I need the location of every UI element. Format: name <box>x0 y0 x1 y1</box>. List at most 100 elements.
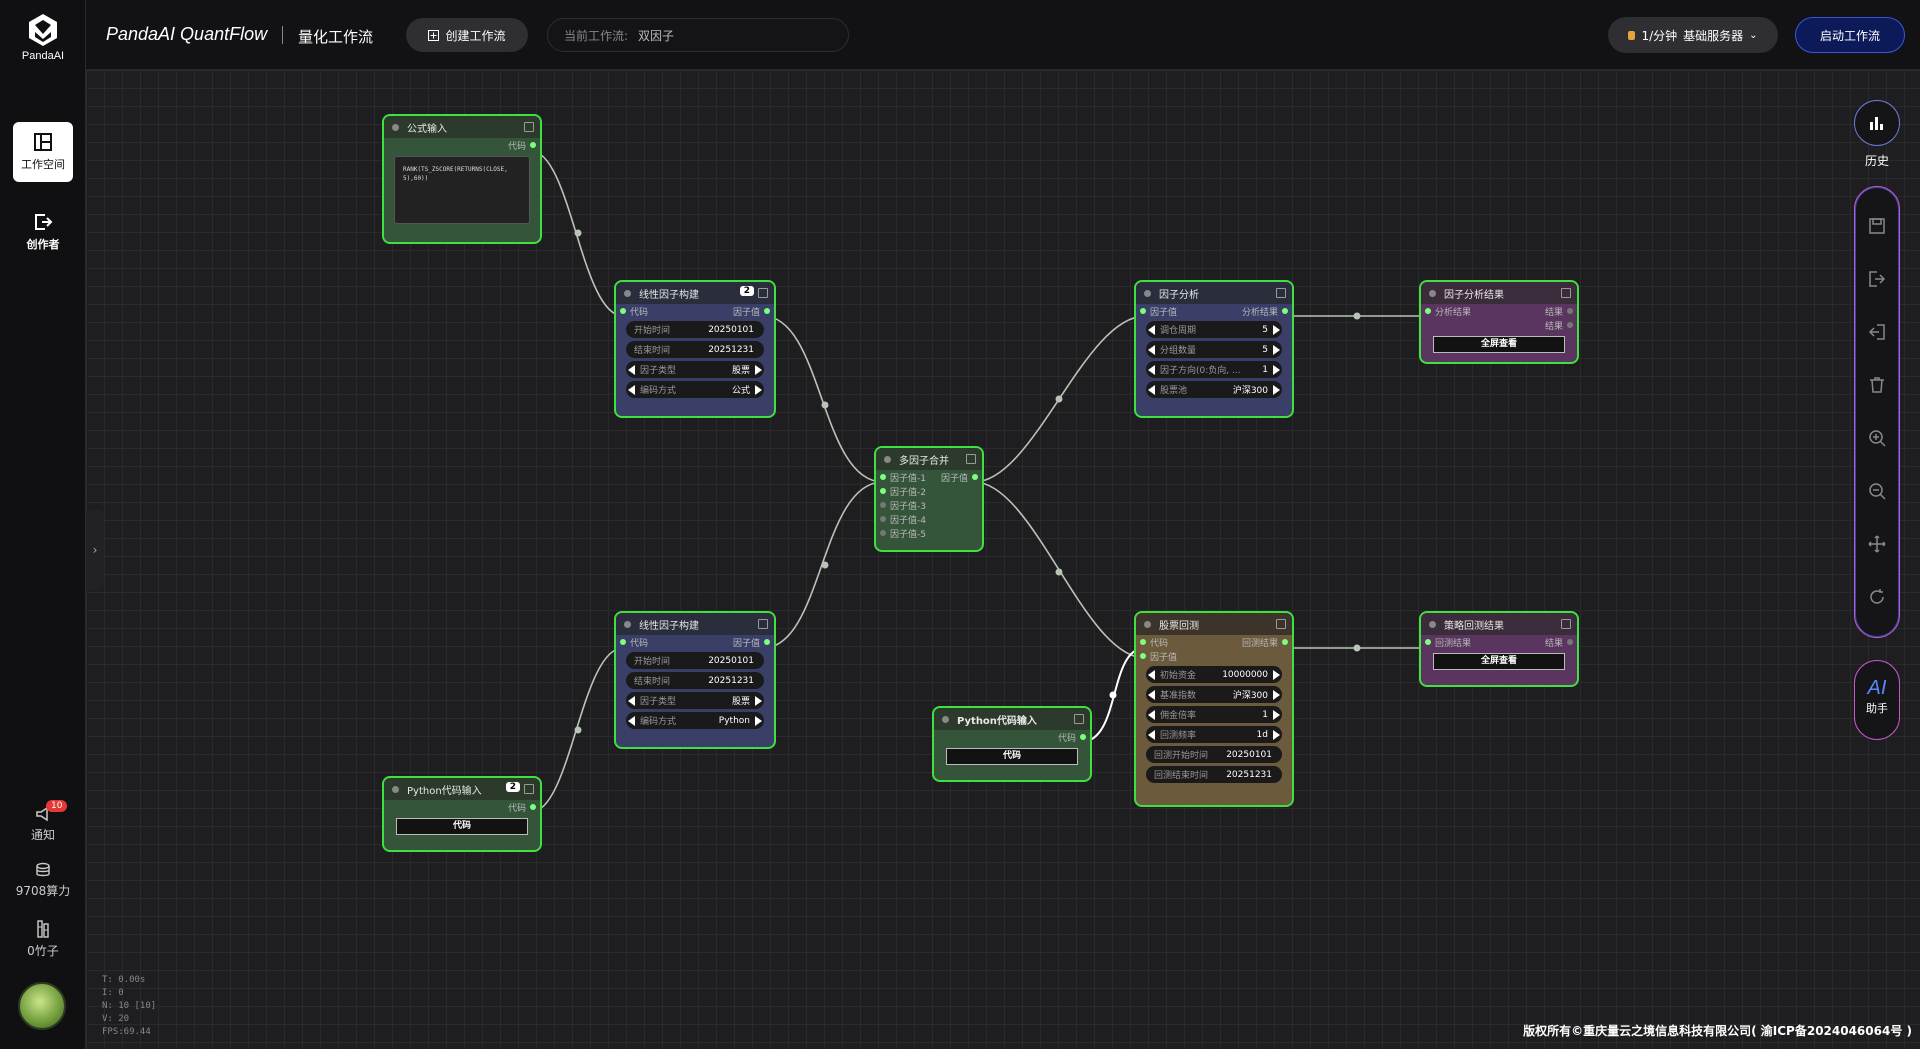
edit-icon[interactable] <box>1276 619 1286 629</box>
input-port[interactable] <box>1425 639 1431 645</box>
sidebar-item-workspace[interactable]: 工作空间 <box>13 122 73 182</box>
sidebar-item-creator[interactable]: 创作者 <box>13 212 73 252</box>
input-port[interactable] <box>620 308 626 314</box>
factor-type-select[interactable]: 因子类型股票 <box>626 361 764 378</box>
sidebar-collapse-button[interactable]: › <box>86 510 104 590</box>
field-value: 沪深300 <box>1232 386 1268 396</box>
input-port[interactable] <box>1140 639 1146 645</box>
field-key: 佣金倍率 <box>1160 711 1197 721</box>
fullscreen-view-button[interactable]: 全屏查看 <box>1433 653 1565 670</box>
edit-icon[interactable] <box>758 288 768 298</box>
edit-icon[interactable] <box>524 784 534 794</box>
output-port[interactable] <box>1567 639 1573 645</box>
import-icon[interactable] <box>1867 322 1887 342</box>
factor-direction-stepper[interactable]: 因子方向(0:负向, ...1 <box>1146 361 1282 378</box>
zoom-out-icon[interactable] <box>1867 481 1887 501</box>
field-key: 初始资金 <box>1160 671 1197 681</box>
coin-icon <box>1628 30 1636 40</box>
output-port[interactable] <box>1567 308 1573 314</box>
fullscreen-view-button[interactable]: 全屏查看 <box>1433 336 1565 353</box>
panda-logo-icon <box>29 14 57 46</box>
output-port[interactable] <box>1282 308 1288 314</box>
history-label: 历史 <box>1864 154 1889 168</box>
input-port[interactable] <box>620 639 626 645</box>
input-port[interactable] <box>880 502 886 508</box>
output-port[interactable] <box>1080 734 1086 740</box>
edit-icon[interactable] <box>1561 619 1571 629</box>
edit-icon[interactable] <box>758 619 768 629</box>
output-port[interactable] <box>530 804 536 810</box>
workflow-canvas[interactable] <box>86 70 1920 1049</box>
benchmark-select[interactable]: 基准指数沪深300 <box>1146 686 1282 703</box>
edit-icon[interactable] <box>1561 288 1571 298</box>
create-workflow-button[interactable]: 创建工作流 <box>406 18 528 52</box>
start-workflow-button[interactable]: 启动工作流 <box>1795 17 1905 53</box>
input-port[interactable] <box>880 516 886 522</box>
refresh-icon[interactable] <box>1867 587 1887 607</box>
node-formula-input[interactable]: 公式输入 代码 RANK(TS_ZSCORE(RETURNS(CLOSE, 5)… <box>382 114 542 244</box>
output-port[interactable] <box>1567 322 1573 328</box>
node-python-input-2[interactable]: Python代码输入 代码 代码 <box>932 706 1092 782</box>
factor-type-select[interactable]: 因子类型股票 <box>626 692 764 709</box>
export-icon[interactable] <box>1867 269 1887 289</box>
formula-code-editor[interactable]: RANK(TS_ZSCORE(RETURNS(CLOSE, 5),60)) <box>394 156 530 224</box>
output-port[interactable] <box>530 142 536 148</box>
node-title: 股票回测 <box>1159 620 1199 632</box>
code-button[interactable]: 代码 <box>396 818 528 835</box>
input-port[interactable] <box>880 530 886 536</box>
current-workflow-field[interactable]: 当前工作流: 双因子 <box>547 18 849 52</box>
stock-pool-select[interactable]: 股票池沪深300 <box>1146 381 1282 398</box>
edit-icon[interactable] <box>966 454 976 464</box>
input-port[interactable] <box>1140 308 1146 314</box>
save-icon[interactable] <box>1867 216 1887 236</box>
logout-icon <box>35 214 53 230</box>
node-factor-analysis-result[interactable]: 因子分析结果 分析结果结果 结果 全屏查看 <box>1419 280 1579 364</box>
input-port[interactable] <box>1425 308 1431 314</box>
move-icon[interactable] <box>1867 534 1887 554</box>
input-port[interactable] <box>880 488 886 494</box>
edit-icon[interactable] <box>1074 714 1084 724</box>
ai-assistant-button[interactable]: AI 助手 <box>1854 660 1900 740</box>
input-port[interactable] <box>1140 653 1146 659</box>
edit-icon[interactable] <box>524 122 534 132</box>
avatar[interactable] <box>18 982 66 1030</box>
field-key: 编码方式 <box>640 717 677 727</box>
sidebar-item-label: 工作空间 <box>21 158 65 171</box>
sidebar-item-notify[interactable]: 10 通知 <box>0 800 86 843</box>
server-select[interactable]: 1/分钟 基础服务器 ⌄ <box>1608 17 1778 53</box>
sidebar-item-compute[interactable]: 9708算力 <box>0 862 86 899</box>
history-button[interactable] <box>1854 100 1900 146</box>
input-label: 因子值-1 <box>890 474 926 484</box>
output-port[interactable] <box>764 639 770 645</box>
encoding-select[interactable]: 编码方式公式 <box>626 381 764 398</box>
output-port[interactable] <box>764 308 770 314</box>
trash-icon[interactable] <box>1867 375 1887 395</box>
output-port[interactable] <box>1282 639 1288 645</box>
zoom-in-icon[interactable] <box>1867 428 1887 448</box>
edit-icon[interactable] <box>1276 288 1286 298</box>
output-port[interactable] <box>972 474 978 480</box>
node-status-dot <box>392 123 399 131</box>
sidebar-item-bamboo[interactable]: 0竹子 <box>0 920 86 959</box>
code-button[interactable]: 代码 <box>946 748 1078 765</box>
node-backtest-result[interactable]: 策略回测结果 回测结果结果 全屏查看 <box>1419 611 1579 687</box>
input-port[interactable] <box>880 474 886 480</box>
